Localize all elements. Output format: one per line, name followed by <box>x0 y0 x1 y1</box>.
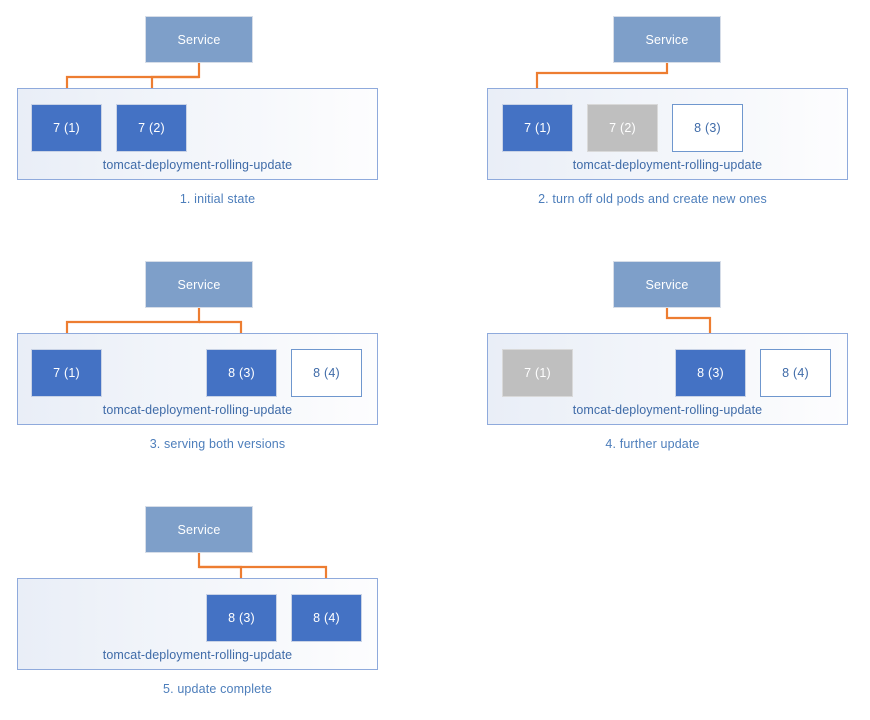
deployment-name-label: tomcat-deployment-rolling-update <box>572 158 763 172</box>
pod-label: 8 (3) <box>694 121 721 135</box>
pod-label: 8 (4) <box>782 366 809 380</box>
deployment-name-label: tomcat-deployment-rolling-update <box>102 158 293 172</box>
service-box: Service <box>145 506 253 553</box>
pod-label: 8 (4) <box>313 611 340 625</box>
pod-box: 7 (2) <box>116 104 187 152</box>
pod-label: 8 (4) <box>313 366 340 380</box>
pod-label: 7 (2) <box>609 121 636 135</box>
pod-label: 7 (1) <box>53 366 80 380</box>
pod-label: 7 (2) <box>138 121 165 135</box>
pod-box: 7 (2) <box>587 104 658 152</box>
service-label: Service <box>645 277 689 292</box>
service-label: Service <box>177 522 221 537</box>
service-box: Service <box>613 16 721 63</box>
service-label: Service <box>177 277 221 292</box>
pod-box: 7 (1) <box>502 104 573 152</box>
panel-caption: 2. turn off old pods and create new ones <box>538 192 767 206</box>
panel-caption: 3. serving both versions <box>149 437 286 451</box>
pod-label: 8 (3) <box>697 366 724 380</box>
panel-caption: 5. update complete <box>162 682 273 696</box>
pod-box: 8 (4) <box>760 349 831 397</box>
pod-box: 7 (1) <box>31 104 102 152</box>
pod-box: 8 (3) <box>672 104 743 152</box>
pod-box: 7 (1) <box>502 349 573 397</box>
pod-label: 7 (1) <box>53 121 80 135</box>
deployment-name-label: tomcat-deployment-rolling-update <box>572 403 763 417</box>
pod-label: 8 (3) <box>228 366 255 380</box>
deployment-name-label: tomcat-deployment-rolling-update <box>102 403 293 417</box>
pod-box: 7 (1) <box>31 349 102 397</box>
service-label: Service <box>177 32 221 47</box>
deployment-name-label: tomcat-deployment-rolling-update <box>102 648 293 662</box>
service-box: Service <box>613 261 721 308</box>
pod-label: 7 (1) <box>524 366 551 380</box>
pod-box: 8 (3) <box>675 349 746 397</box>
panel-caption: 4. further update <box>605 437 700 451</box>
service-label: Service <box>645 32 689 47</box>
pod-box: 8 (4) <box>291 349 362 397</box>
pod-box: 8 (3) <box>206 594 277 642</box>
service-box: Service <box>145 261 253 308</box>
pod-label: 8 (3) <box>228 611 255 625</box>
deployment-container: tomcat-deployment-rolling-update <box>17 88 378 180</box>
pod-label: 7 (1) <box>524 121 551 135</box>
pod-box: 8 (4) <box>291 594 362 642</box>
panel-caption: 1. initial state <box>179 192 256 206</box>
pod-box: 8 (3) <box>206 349 277 397</box>
service-box: Service <box>145 16 253 63</box>
